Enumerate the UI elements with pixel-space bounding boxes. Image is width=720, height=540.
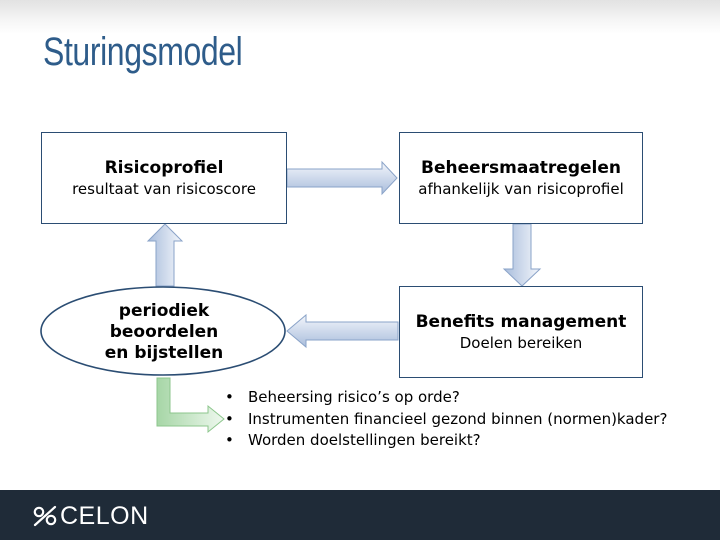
header-gradient (0, 0, 720, 34)
arrow-up (146, 223, 184, 287)
question-list: • Beheersing risico’s op orde? • Instrum… (222, 387, 667, 452)
risicoprofiel-subtitle: resultaat van risicoscore (72, 180, 256, 198)
cycle-line-3: en bijstellen (104, 343, 224, 363)
question-text: Instrumenten financieel gezond binnen (n… (248, 409, 668, 428)
celon-logo: CELON (32, 502, 149, 530)
cycle-label: periodiek beoordelen en bijstellen (48, 295, 280, 370)
cycle-line-1: periodiek (118, 301, 210, 321)
diagram-canvas (40, 160, 542, 434)
arrow-right (286, 160, 398, 196)
risicoprofiel-title: Risicoprofiel (104, 158, 224, 178)
arrow-bent-green (156, 377, 225, 434)
question-text: Worden doelstellingen bereikt? (248, 431, 481, 449)
logo-text: CELON (60, 502, 149, 530)
beheersmaatregelen-title: Beheersmaatregelen (420, 158, 621, 178)
bullet-icon: • (225, 388, 234, 406)
risicoprofiel-box: Risicoprofiel resultaat van risicoscore (41, 132, 287, 224)
benefits-box: Benefits management Doelen bereiken (399, 286, 643, 378)
beheersmaatregelen-box: Beheersmaatregelen afhankelijk van risic… (399, 132, 643, 224)
percent-icon (33, 505, 57, 527)
cycle-ellipse (40, 286, 286, 376)
footer-bar (0, 490, 720, 540)
beheersmaatregelen-subtitle: afhankelijk van risicoprofiel (418, 180, 624, 198)
benefits-title: Benefits management (415, 312, 627, 332)
arrow-left (286, 313, 399, 349)
list-item: • Instrumenten financieel gezond binnen … (222, 409, 667, 431)
slide-title: Sturingsmodel (43, 30, 243, 74)
bullet-icon: • (225, 431, 234, 449)
list-item: • Beheersing risico’s op orde? (222, 387, 667, 409)
question-text: Beheersing risico’s op orde? (248, 388, 460, 406)
bullet-icon: • (225, 409, 234, 428)
list-item: • Worden doelstellingen bereikt? (222, 430, 667, 452)
arrow-down (502, 223, 542, 287)
benefits-subtitle: Doelen bereiken (459, 334, 583, 352)
cycle-line-2: beoordelen (109, 322, 219, 342)
